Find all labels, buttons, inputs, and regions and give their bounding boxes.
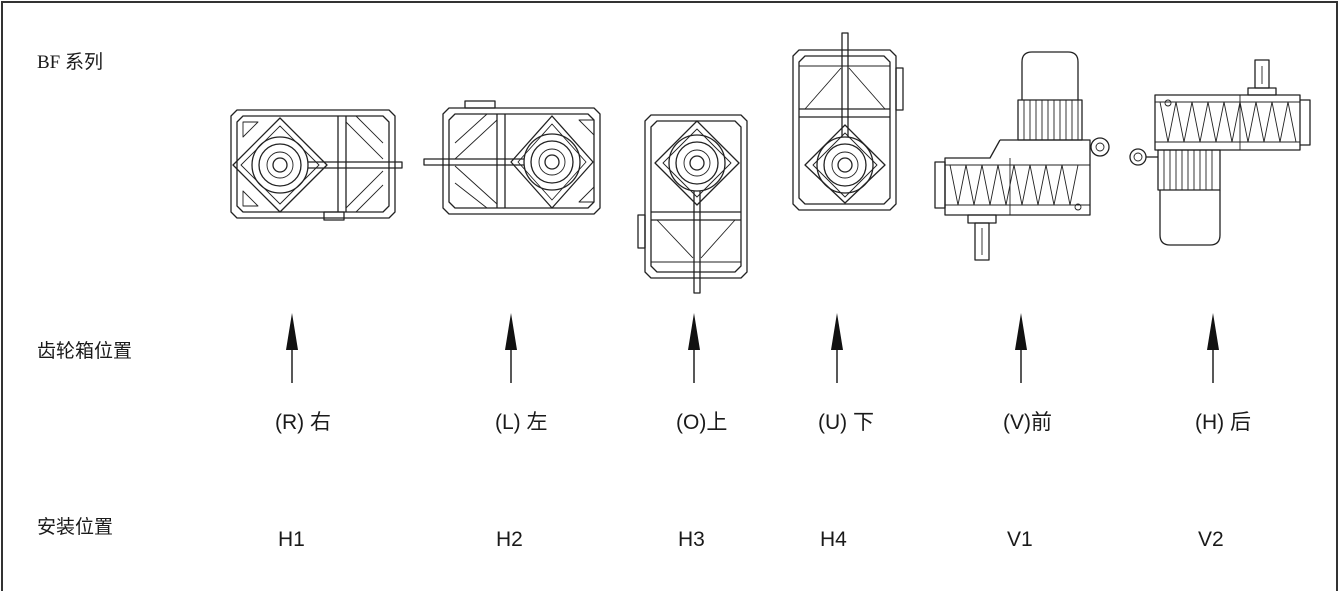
arrow-up-icon <box>505 313 517 383</box>
mounting-code-v2: V2 <box>1198 528 1224 551</box>
mounting-code-h3: H3 <box>678 528 705 551</box>
direction-label-v1: (V)前 <box>1003 411 1052 434</box>
direction-label-h3: (O)上 <box>676 411 728 434</box>
gearbox-v1-drawing <box>934 51 1110 261</box>
series-label: BF 系列 <box>37 52 103 73</box>
gearbox-h4-drawing <box>792 32 904 211</box>
arrow-up-icon <box>831 313 843 383</box>
mounting-code-v1: V1 <box>1007 528 1033 551</box>
direction-label-h1: (R) 右 <box>275 411 331 434</box>
mounting-position-row-label: 安装位置 <box>37 517 114 538</box>
mounting-code-h4: H4 <box>820 528 847 551</box>
gearbox-h1-drawing <box>230 109 403 221</box>
arrow-up-icon <box>286 313 298 383</box>
mounting-code-h2: H2 <box>496 528 523 551</box>
direction-label-h4: (U) 下 <box>818 411 874 434</box>
direction-label-v2: (H) 后 <box>1195 411 1251 434</box>
gearbox-h2-drawing <box>423 100 601 215</box>
arrow-up-icon <box>688 313 700 383</box>
arrow-up-icon <box>1207 313 1219 383</box>
gearbox-v2-drawing <box>1129 59 1311 246</box>
mounting-code-h1: H1 <box>278 528 305 551</box>
arrow-up-icon <box>1015 313 1027 383</box>
gearbox-position-row-label: 齿轮箱位置 <box>37 341 133 362</box>
gearbox-h3-drawing <box>637 114 748 294</box>
direction-label-h2: (L) 左 <box>495 411 548 434</box>
